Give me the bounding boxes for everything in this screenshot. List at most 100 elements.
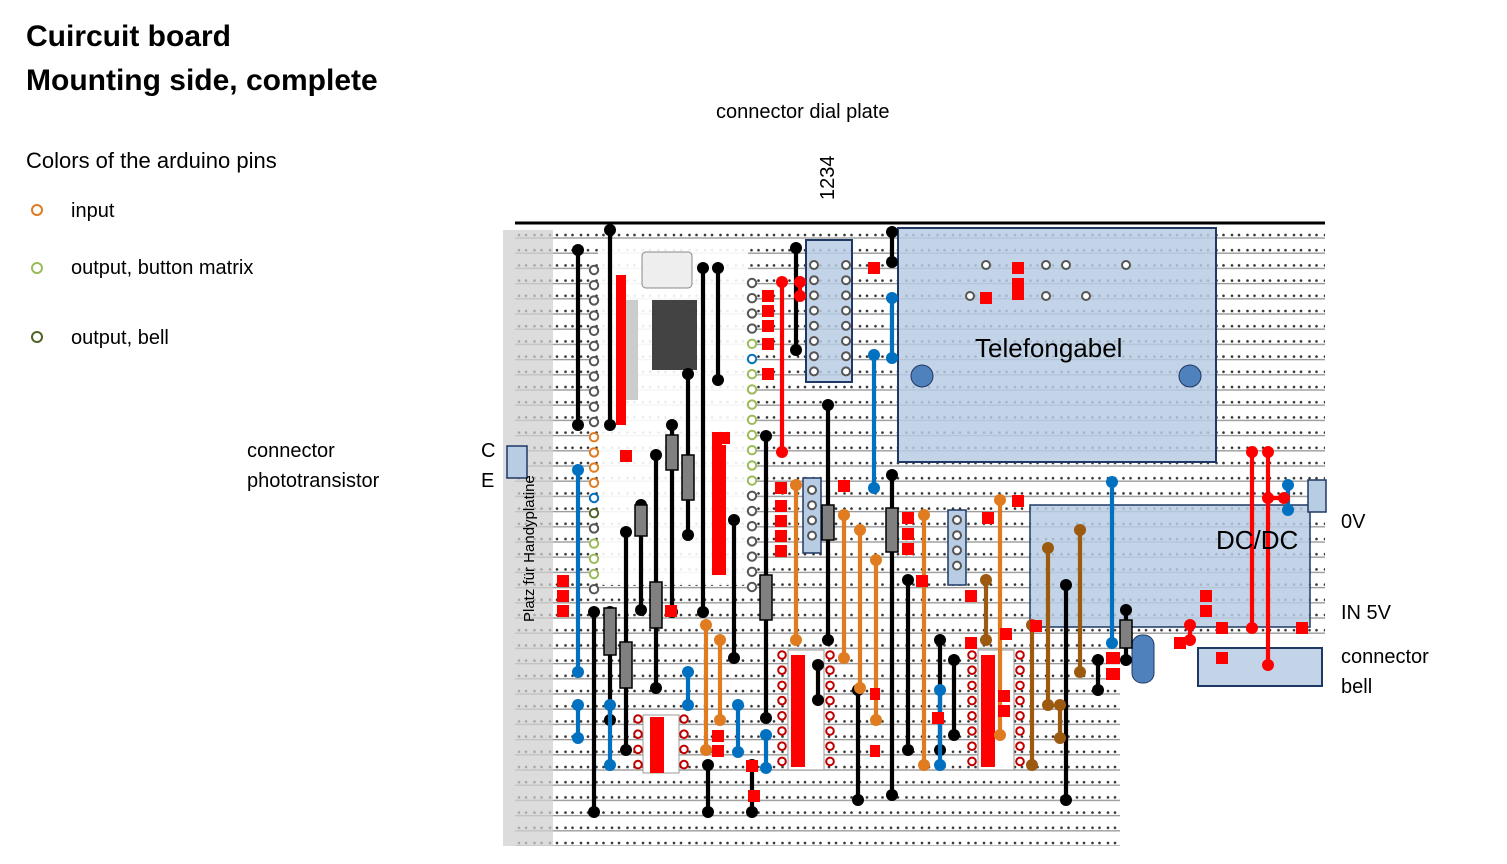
red-pad [868,262,880,274]
wire-end [902,574,914,586]
ic-pin [1015,695,1025,706]
arduino-pin [746,323,758,334]
arduino-pin [746,429,758,441]
arduino-pin [588,508,600,519]
red-pad [762,290,774,302]
in-5v-label: IN 5V [1341,602,1392,624]
wire-end [572,732,584,744]
wire-end [760,762,772,774]
wire-end [700,619,712,631]
pin-c-label: C [481,440,496,462]
wire-end [854,524,866,536]
ic-pin [777,711,787,721]
wire-end [794,276,806,288]
arduino-pin [746,445,758,456]
ic-pin [777,680,787,691]
ic-pin [1015,665,1025,676]
phototransistor-label-2: phototransistor [247,470,380,492]
wire-end [1106,476,1118,488]
dial-connector-label: connector dial plate [716,101,890,123]
red-pad [980,292,992,304]
wire-end [604,224,616,236]
wire-end [666,419,678,431]
hook-contact [965,291,975,301]
arduino-pin [588,568,600,580]
wire-end [604,699,616,711]
zero-v-connector [1307,479,1327,513]
red-pad [1012,262,1024,274]
wire-end [994,494,1006,506]
wire-end [868,482,880,494]
wire-end [902,744,914,756]
resistor [885,507,899,553]
wire-end [790,242,802,254]
red-pad [775,500,787,512]
arduino-pin [746,581,758,593]
wire-end [732,699,744,711]
arduino-pin [588,371,600,382]
wire-end [650,449,662,461]
wire-end [1092,684,1104,696]
arduino-pin [746,369,758,380]
ic-pin [967,756,977,767]
red-pad [775,530,787,542]
ic-pin [679,729,689,740]
wire-end [728,514,740,526]
ic-pin [967,711,977,721]
wire-end [886,256,898,268]
arduino-pin [746,536,758,547]
phototransistor-label-1: connector [247,440,335,462]
wire-end [886,226,898,238]
wire-end [1074,666,1086,678]
red-pad [775,515,787,527]
wire-end [994,729,1006,741]
wire-end [588,806,600,818]
arduino-pin [588,416,600,428]
red-pad [557,575,569,587]
ic-pin [777,756,787,767]
arduino-pin [746,475,758,486]
wire-end [870,714,882,726]
wire-end [728,652,740,664]
legend-bell-label: output, bell [71,327,169,349]
hook-contact [1121,260,1131,270]
ic-pin [777,741,787,752]
ic-pin [1015,726,1025,736]
wire-end [1278,492,1290,504]
wire-end [1120,654,1132,666]
wire-end [918,509,930,521]
wire-end [886,292,898,304]
wire-end [934,634,946,646]
ic-pin [967,726,977,736]
title-line-2: Mounting side, complete [26,64,378,97]
wire-end [776,276,788,288]
wire-end [794,290,806,302]
arduino-pin [746,399,758,410]
ic-pin [777,650,787,660]
ic-pin [633,714,643,724]
wire-end [588,606,600,618]
wire-end [682,699,694,711]
red-pad [665,605,677,617]
hook-area [897,227,1217,463]
connector-pin [809,320,819,331]
wire-end [620,526,632,538]
ic-pin [633,759,643,770]
wire-end [1026,759,1038,771]
ic-pin [1015,650,1025,660]
wire-end [1042,542,1054,554]
wire-end [1042,699,1054,711]
red-pad [965,590,977,602]
wire-end [980,574,992,586]
connector-pin [841,366,851,377]
ic-pin [825,741,835,752]
red-pad [557,590,569,602]
wire-end [918,759,930,771]
connector-pin [841,260,851,270]
resistor [603,607,617,656]
wire-end [886,469,898,481]
resistor [665,434,679,471]
wire-end [760,729,772,741]
hook-contact [1081,291,1091,301]
